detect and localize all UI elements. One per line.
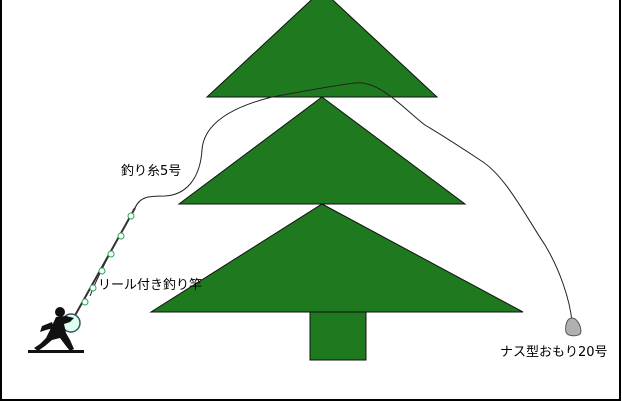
- sinker-icon: [565, 317, 582, 337]
- sinker-label: ナス型おもり20号: [500, 345, 608, 360]
- rod-ring-icon: [81, 212, 135, 306]
- fishing-rod: [61, 207, 136, 333]
- fishing-line-label: 釣り糸5号: [121, 163, 181, 179]
- tree-tier-top: [205, 0, 439, 98]
- tree-tier-bottom: [149, 203, 524, 313]
- rod-label: リール付き釣り竿: [98, 277, 202, 293]
- fishing-line: [89, 82, 573, 323]
- tree-trunk: [309, 311, 367, 361]
- ground-line: [28, 350, 84, 353]
- rod-ring: [81, 298, 89, 306]
- rod-ring: [117, 232, 125, 240]
- fisherman-icon: [28, 307, 84, 353]
- rod-ring: [98, 267, 106, 275]
- rod-ring: [127, 212, 135, 220]
- pine-tree: [149, 0, 524, 361]
- tree-tier-middle: [177, 96, 467, 205]
- rod-ring: [107, 250, 115, 258]
- rod-ring: [89, 284, 97, 292]
